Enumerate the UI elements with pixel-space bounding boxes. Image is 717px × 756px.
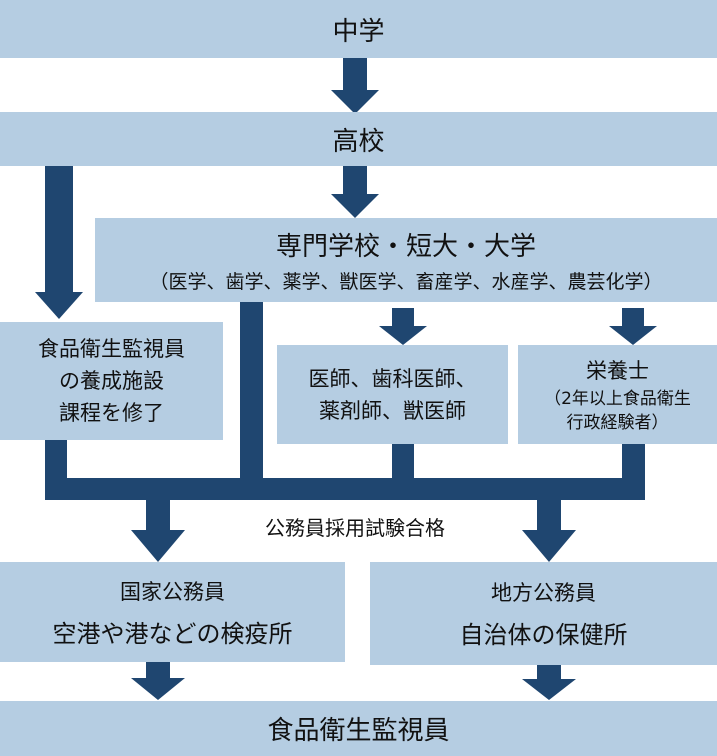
node-local: 地方公務員自治体の保健所	[370, 562, 717, 665]
label: 高校	[332, 126, 385, 157]
arrow-head-icon	[331, 90, 379, 114]
arrow-head-icon	[35, 292, 83, 319]
sublabel: （医学、歯学、薬学、獣医学、畜産学、水産学、農芸化学）	[149, 271, 663, 293]
arrow-shaft	[146, 662, 170, 678]
node-college: 専門学校・短大・大学 （医学、歯学、薬学、獣医学、畜産学、水産学、農芸化学）	[95, 218, 717, 302]
exam-label: 公務員採用試験合格	[265, 516, 445, 540]
node-junior-high: 中学	[0, 0, 717, 58]
line: （2年以上食品衛生	[544, 388, 691, 409]
line: 食品衛生監視員	[38, 337, 185, 361]
line: 医師、歯科医師、	[308, 366, 477, 391]
line: 栄養士	[586, 358, 649, 383]
arrow-shaft	[537, 500, 561, 530]
arrow-head-icon	[522, 530, 576, 562]
node-dietitian: 栄養士 （2年以上食品衛生行政経験者）	[518, 345, 717, 444]
line: 自治体の保健所	[459, 621, 628, 649]
arrow-shaft	[622, 308, 644, 326]
node-training-course: 食品衛生監視員の養成施設課程を修了	[0, 322, 223, 440]
arrow-head-icon	[331, 194, 379, 218]
connector	[45, 440, 67, 490]
arrow-shaft	[146, 500, 170, 530]
arrow-shaft	[537, 665, 561, 679]
line: の養成施設	[59, 369, 164, 393]
arrow-head-icon	[609, 326, 657, 345]
arrow-head-icon	[131, 678, 185, 700]
node-high-school: 高校	[0, 112, 717, 166]
line: 課程を修了	[59, 401, 164, 425]
arrow-shaft	[45, 166, 73, 292]
node-national: 国家公務員空港や港などの検疫所	[0, 562, 345, 662]
label: 専門学校・短大・大学	[275, 232, 536, 262]
arrow-shaft	[343, 166, 367, 194]
arrow-shaft	[343, 58, 367, 90]
line: 空港や港などの検疫所	[52, 619, 293, 648]
arrow-head-icon	[379, 326, 427, 345]
label: 中学	[332, 16, 385, 47]
arrow-shaft	[392, 308, 414, 326]
arrow-head-icon	[131, 530, 185, 562]
node-final: 食品衛生監視員	[0, 701, 717, 756]
arrow-head-icon	[522, 679, 576, 700]
line: 行政経験者）	[566, 412, 669, 433]
node-medical: 医師、歯科医師、薬剤師、獣医師	[277, 345, 508, 444]
line: 地方公務員	[491, 581, 596, 605]
line: 薬剤師、獣医師	[319, 398, 466, 423]
connector	[240, 302, 263, 498]
label: 食品衛生監視員	[267, 716, 450, 746]
line: 国家公務員	[120, 579, 225, 604]
merge-bar	[45, 478, 645, 500]
